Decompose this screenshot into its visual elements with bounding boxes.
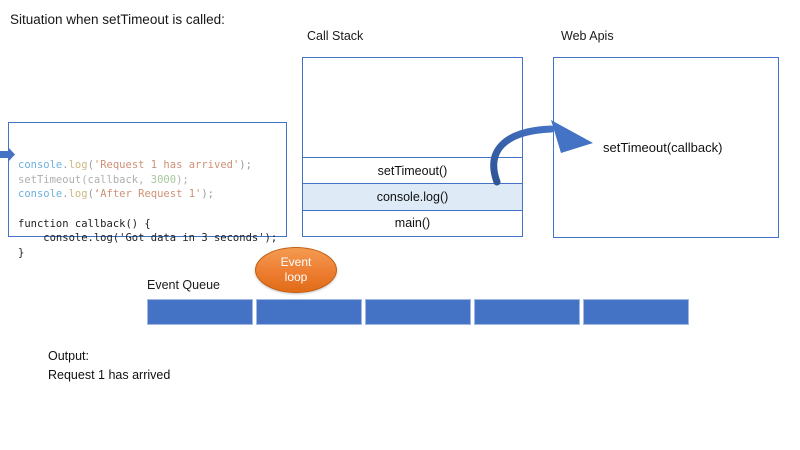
output-label: Output: [48,349,89,363]
queue-segment [365,299,471,325]
code-token: ( [87,159,94,172]
code-token: console.log('Got data in 3 seconds'); [18,232,278,245]
event-queue-bar [147,299,689,325]
code-line [18,202,286,217]
output-line: Request 1 has arrived [48,368,171,382]
code-token: . [62,159,69,172]
code-line: console.log('Request 1 has arrived'); [18,158,286,173]
code-line: } [18,246,286,261]
event-loop-label: Event loop [280,255,312,284]
queue-segment [583,299,689,325]
call-stack-frames: setTimeout()console.log()main() [303,157,522,236]
queue-segment [474,299,580,325]
code-token: function callback() { [18,217,151,230]
queue-segment [256,299,362,325]
code-token: 3000 [150,173,177,186]
event-queue-title: Event Queue [147,278,220,292]
event-loop-badge: Event loop [255,247,337,293]
web-apis-item: setTimeout(callback) [603,140,723,155]
web-apis-box: setTimeout(callback) [553,57,779,238]
flow-arrow-icon [490,120,593,186]
output-block: Output: Request 1 has arrived [48,347,170,385]
code-token: ); [201,188,215,201]
code-lines: console.log('Request 1 has arrived');set… [18,158,286,260]
code-token: 'Request 1 has arrived' [93,159,240,172]
code-token: ); [239,159,252,172]
web-apis-title: Web Apis [561,29,614,43]
code-token: setTimeout(callback, [18,173,151,186]
code-panel: console.log('Request 1 has arrived');set… [8,122,287,259]
call-stack-title: Call Stack [307,29,364,43]
code-token: . [62,188,69,201]
code-line: function callback() { [18,217,286,232]
code-line-marker-arrow-icon [0,147,15,162]
code-token: ( [87,188,94,201]
code-line: setTimeout(callback, 3000); [18,173,286,188]
code-token: ‘After Request 1' [93,188,202,201]
code-token: } [18,246,25,259]
call-stack-frame: console.log() [303,183,522,210]
code-line: console.log('Got data in 3 seconds'); [18,231,286,246]
page-title: Situation when setTimeout is called: [10,12,225,27]
call-stack-box: setTimeout()console.log()main() [302,57,523,237]
code-line: console.log(‘After Request 1'); [18,187,286,202]
code-token: log [68,188,88,201]
code-token: console [18,188,63,201]
code-token: log [68,159,88,172]
call-stack-frame: main() [303,209,522,236]
code-token: ); [176,173,189,186]
call-stack-frame: setTimeout() [303,157,522,184]
code-token: console [18,159,63,172]
queue-segment [147,299,253,325]
